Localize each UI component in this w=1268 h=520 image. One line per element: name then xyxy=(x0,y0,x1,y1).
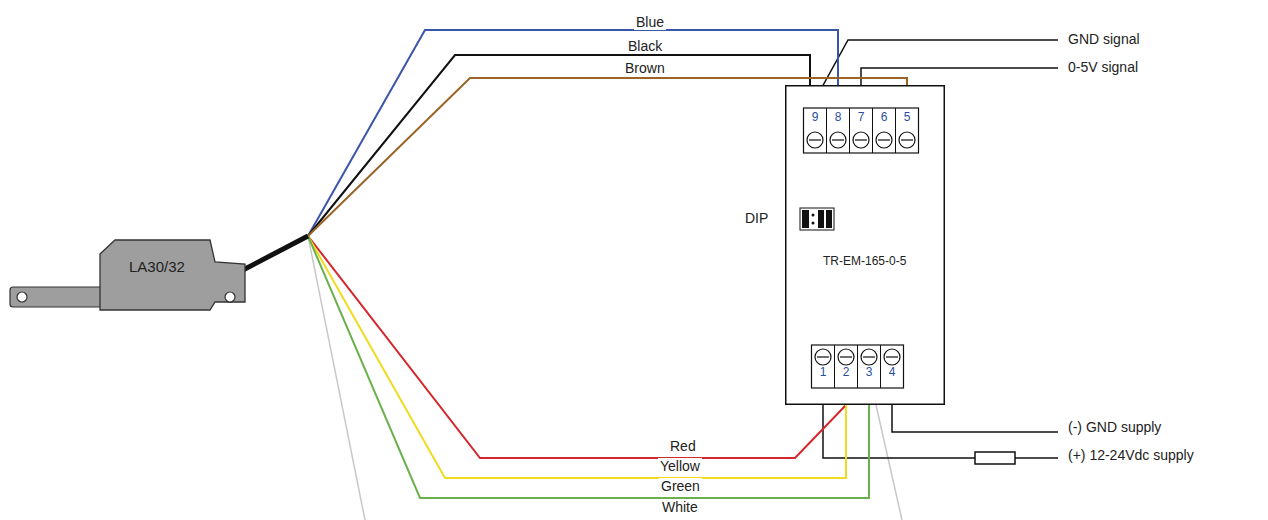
pin-number: 3 xyxy=(862,366,876,380)
wire-color-label: Yellow xyxy=(658,458,702,474)
wire-color-label: Brown xyxy=(623,60,667,76)
node-outline xyxy=(785,85,945,405)
dip-switch xyxy=(800,208,834,230)
supply-name: (-) GND supply xyxy=(1068,419,1161,435)
wire-connector xyxy=(308,30,838,236)
terminal-screw xyxy=(830,132,846,148)
dip-dot xyxy=(812,222,815,225)
wire-connector xyxy=(308,55,810,236)
terminal-divider xyxy=(857,345,858,388)
terminal-screw xyxy=(884,349,900,365)
wire-color-label: Green xyxy=(659,478,702,494)
terminal-block xyxy=(804,108,919,153)
controller-box: DIPTR-EM-165-0-5 xyxy=(785,85,945,405)
screw-slot xyxy=(855,139,867,140)
screw-slot xyxy=(863,356,875,357)
terminal-screw xyxy=(807,132,823,148)
pin-number: 4 xyxy=(885,366,899,380)
controller-housing xyxy=(786,86,945,405)
wire-color-label: Red xyxy=(668,438,698,454)
terminal-screw xyxy=(876,132,892,148)
pin-number: 7 xyxy=(854,111,868,125)
terminal-screw xyxy=(838,349,854,365)
controller-model: TR-EM-165-0-5 xyxy=(823,255,906,269)
pin-number: 8 xyxy=(831,111,845,125)
mount-eye xyxy=(225,292,235,302)
terminal-divider xyxy=(834,345,835,388)
wire-connector xyxy=(308,236,846,478)
pin-number: 2 xyxy=(839,366,853,380)
terminal-divider xyxy=(895,108,896,153)
wire-connector xyxy=(308,236,869,498)
screw-slot xyxy=(878,139,890,140)
supply-name: (+) 12-24Vdc supply xyxy=(1068,447,1194,463)
actuator-housing xyxy=(100,240,245,310)
screw-slot xyxy=(809,139,821,140)
node-outline xyxy=(95,232,310,314)
terminal-divider xyxy=(880,345,881,388)
screw-slot xyxy=(840,356,852,357)
terminal-divider xyxy=(826,108,827,153)
actuator-model: LA30/32 xyxy=(129,258,185,275)
dip-label: DIP xyxy=(745,210,768,226)
terminal-divider xyxy=(872,108,873,153)
pin-number: 9 xyxy=(808,111,822,125)
terminal-screw xyxy=(853,132,869,148)
screw-slot xyxy=(901,139,913,140)
dip-lever xyxy=(818,210,824,228)
terminal-screw xyxy=(899,132,915,148)
screw-slot xyxy=(886,356,898,357)
pin-number: 6 xyxy=(877,111,891,125)
terminal-screw xyxy=(861,349,877,365)
dip-lever xyxy=(802,210,809,228)
signal-name: GND signal xyxy=(1068,31,1140,47)
pin-number: 5 xyxy=(900,111,914,125)
dip-lever xyxy=(826,210,832,228)
wire-color-label: Black xyxy=(626,38,664,54)
actuator-body: LA30/32 xyxy=(95,232,310,314)
screw-slot xyxy=(832,139,844,140)
terminal-divider xyxy=(849,108,850,153)
wire-color-label: White xyxy=(660,499,700,515)
pin-number: 1 xyxy=(816,366,830,380)
signal-name: 0-5V signal xyxy=(1068,59,1138,75)
dip-dot xyxy=(812,214,815,217)
screw-slot xyxy=(817,356,829,357)
terminal-block xyxy=(812,345,904,388)
actuator-cable xyxy=(243,236,308,270)
terminal-screw xyxy=(815,349,831,365)
wire-color-label: Blue xyxy=(634,14,666,30)
